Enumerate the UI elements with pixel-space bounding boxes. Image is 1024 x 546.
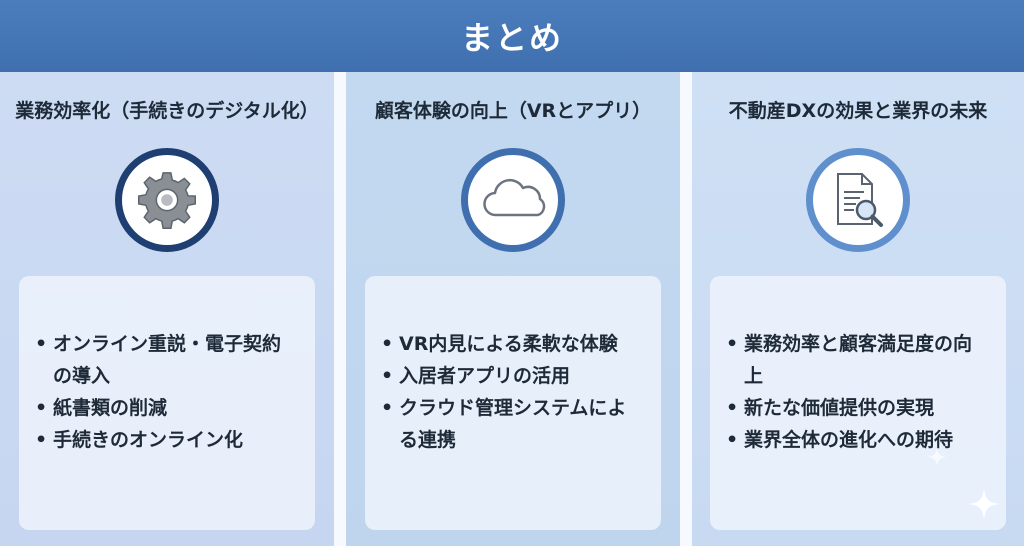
sparkle-icon — [927, 447, 947, 467]
bullet-card: 業務効率と顧客満足度の向上 新たな価値提供の実現 業界全体の進化への期待 — [710, 276, 1006, 530]
list-item: 紙書類の削減 — [33, 392, 297, 424]
list-item: 業務効率と顧客満足度の向上 — [724, 328, 988, 392]
header-banner: まとめ — [0, 0, 1024, 72]
bullet-card: VR内見による柔軟な体験 入居者アプリの活用 クラウド管理システムによる連携 — [365, 276, 661, 530]
gear-icon — [115, 148, 219, 252]
list-item: VR内見による柔軟な体験 — [379, 328, 643, 360]
column-title: 不動産DXの効果と業界の未来 — [728, 100, 988, 122]
cloud-icon — [461, 148, 565, 252]
column-title: 顧客体験の向上（VRとアプリ） — [374, 100, 652, 122]
column-future: 不動産DXの効果と業界の未来 業務効率と顧客満足度の向上 新たな価値提供の実現 … — [692, 72, 1024, 546]
bullet-card: オンライン重説・電子契約の導入 紙書類の削減 手続きのオンライン化 — [19, 276, 315, 530]
column-divider — [680, 72, 692, 546]
column-title: 業務効率化（手続きのデジタル化） — [15, 100, 319, 122]
column-customer-experience: 顧客体験の向上（VRとアプリ） VR内見による柔軟な体験 入居者アプリの活用 ク… — [346, 72, 680, 546]
document-search-icon — [806, 148, 910, 252]
list-item: 手続きのオンライン化 — [33, 424, 297, 456]
list-item: クラウド管理システムによる連携 — [379, 392, 643, 456]
column-efficiency: 業務効率化（手続きのデジタル化） オンライン重説・電子契約の導入 紙書類の削減 … — [0, 72, 334, 546]
column-divider — [334, 72, 346, 546]
sparkle-icon — [968, 488, 1000, 520]
list-item: 新たな価値提供の実現 — [724, 392, 988, 424]
list-item: 入居者アプリの活用 — [379, 360, 643, 392]
list-item: オンライン重説・電子契約の導入 — [33, 328, 297, 392]
page-title: まとめ — [460, 19, 563, 57]
list-item: 業界全体の進化への期待 — [724, 424, 988, 456]
